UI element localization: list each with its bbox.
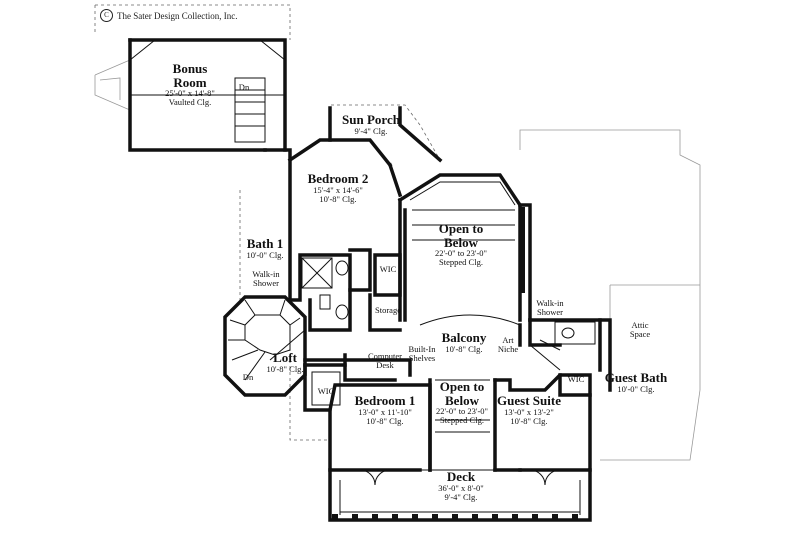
copyright-text: The Sater Design Collection, Inc. <box>117 10 238 21</box>
bonus-stair-dn: Dn <box>238 82 250 92</box>
copyright-icon: C <box>100 9 113 22</box>
computer-desk-label: Computer Desk <box>368 351 402 370</box>
bath1-label: Bath 1 10'-0" Clg. <box>246 236 284 260</box>
main-walls <box>283 106 532 322</box>
loft-label: Loft 10'-8" Clg. <box>266 350 304 374</box>
loft-stair-dn: Dn <box>242 372 254 382</box>
bedroom2-label: Bedroom 2 15'-4" x 14'-6" 10'-8" Clg. <box>307 171 369 204</box>
open-to-below-2-label: Open to Below 22'-0" to 23'-0" Stepped C… <box>435 379 489 426</box>
sun-porch-label: Sun Porch 9'-4" Clg. <box>342 112 400 136</box>
deck-structure <box>328 468 592 522</box>
storage-label: Storage <box>375 305 401 315</box>
guest-suite-label: Guest Suite 13'-0" x 13'-2" 10'-8" Clg. <box>497 393 561 426</box>
central-walls <box>269 314 612 392</box>
guest-suite-walls <box>428 373 592 472</box>
bath1-walls <box>288 248 402 332</box>
wic-2-label: WIC <box>317 386 335 396</box>
bonus-room-walls <box>128 38 287 152</box>
walkin-shower-2-label: Walk-in Shower <box>536 298 564 317</box>
wic-1-label: WIC <box>379 264 397 274</box>
deck-label: Deck 36'-0" x 8'-0" 9'-4" Clg. <box>438 469 484 502</box>
open-to-below-1-label: Open to Below 22'-0" to 23'-0" Stepped C… <box>434 221 488 268</box>
loft-stair-tower <box>223 295 307 397</box>
art-niche-label: Art Niche <box>497 335 519 354</box>
balcony-label: Balcony 10'-8" Clg. <box>441 330 487 354</box>
bedroom1-label: Bedroom 1 13'-0" x 11'-10" 10'-8" Clg. <box>354 393 416 426</box>
builtin-shelves-label: Built-In Shelves <box>408 344 436 363</box>
guest-bath-label: Guest Bath 10'-0" Clg. <box>604 370 668 394</box>
copyright-notice: C The Sater Design Collection, Inc. <box>100 9 237 22</box>
walkin-shower-1-label: Walk-in Shower <box>252 269 280 288</box>
wic-3-label: WIC <box>567 374 585 384</box>
attic-space-label: Attic Space <box>629 320 651 339</box>
bonus-room-label: Bonus Room 25'-0" x 14'-8" Vaulted Clg. <box>165 61 215 108</box>
